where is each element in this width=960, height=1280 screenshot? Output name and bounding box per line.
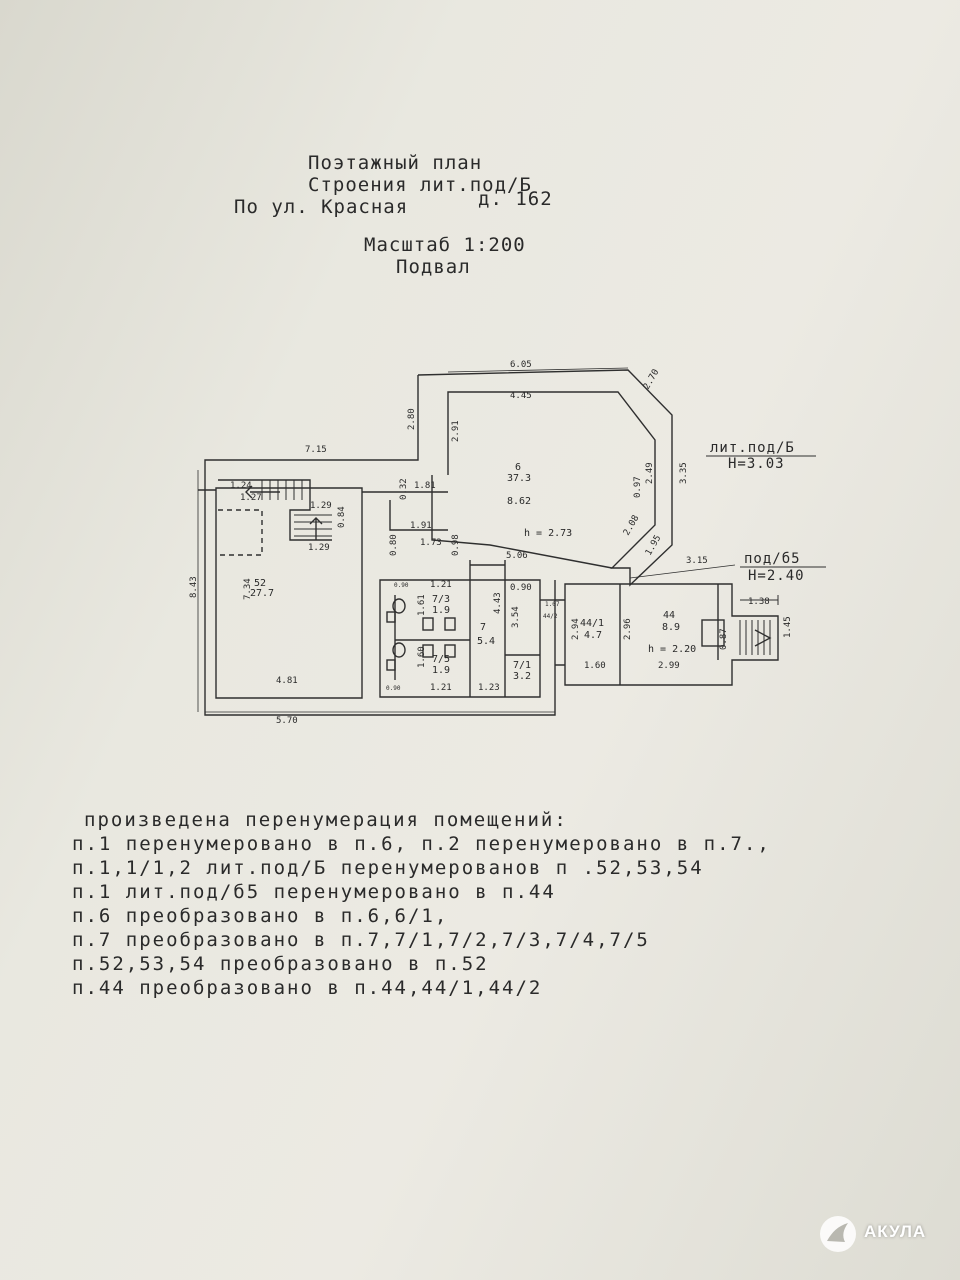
room-6-dim: 8.62: [507, 496, 531, 507]
dim-2-08: 2.08: [622, 514, 642, 538]
dim-1-91: 1.91: [410, 521, 432, 531]
room-6-number: 6: [515, 462, 521, 473]
dim-0-90-a: 0.90: [510, 583, 532, 593]
note-line: п.1 лит.под/б5 перенумеровано в п.44: [72, 881, 556, 903]
plan-dimensions: 6.05 4.45 2.70 2.80 2.91 7.15 3.35 2.49 …: [189, 360, 793, 726]
note-line: произведена перенумерация помещений:: [84, 809, 568, 831]
dim-2-99: 2.99: [658, 661, 680, 671]
room-6-height: h = 2.73: [524, 528, 572, 539]
dim-1-45: 1.45: [783, 616, 793, 638]
room-44-2-number: 44/2: [543, 613, 558, 620]
dim-2-94: 2.94: [571, 618, 581, 640]
dim-0-98: 0.98: [451, 534, 461, 556]
note-line: п.1 перенумеровано в п.6, п.2 перенумеро…: [72, 833, 771, 855]
stair-treads: [261, 480, 332, 537]
floor-label: Подвал: [396, 256, 471, 278]
dim-0-90-c: 0.90: [386, 685, 401, 692]
room-44-height: h = 2.20: [648, 644, 696, 655]
dim-1-61: 1.61: [417, 594, 427, 616]
floor-plan: 6.05 4.45 2.70 2.80 2.91 7.15 3.35 2.49 …: [189, 360, 826, 726]
lit-b-title: лит.под/Б: [710, 440, 795, 456]
room-44-1-area: 4.7: [584, 630, 602, 641]
dim-0-90-b: 0.90: [394, 582, 409, 589]
dim-4-81: 4.81: [276, 676, 298, 686]
dim-0-84: 0.84: [337, 506, 347, 528]
annex-stair-treads: [739, 620, 771, 655]
title-line1: Поэтажный план: [308, 152, 483, 174]
dim-7-15: 7.15: [305, 445, 327, 455]
dim-0-32: 0.32: [399, 478, 409, 500]
house-number: д. 162: [478, 188, 553, 210]
dim-1-07: 1.07: [545, 601, 560, 608]
dim-0-87: 0.87: [719, 628, 729, 650]
street-name: По ул. Красная: [234, 196, 409, 218]
renumbering-notes: произведена перенумерация помещений: п.1…: [72, 808, 932, 1000]
note-line: п.1,1/1,2 лит.под/Б перенумерованов п .5…: [72, 857, 704, 879]
room-44-1-number: 44/1: [580, 618, 604, 629]
dim-1-73: 1.73: [420, 538, 442, 548]
room-7-3-number: 7/3: [432, 594, 450, 605]
dim-3-15: 3.15: [686, 556, 708, 566]
dim-2-91: 2.91: [451, 420, 461, 442]
dim-0-97: 0.97: [633, 476, 643, 498]
note-line: п.6 преобразовано в п.6,6/1,: [72, 905, 449, 927]
dim-2-96: 2.96: [623, 618, 633, 640]
dim-3-54: 3.54: [511, 606, 521, 628]
dim-2-49: 2.49: [645, 462, 655, 484]
dim-8-43: 8.43: [189, 576, 199, 598]
title-line2: Строения лит.под/Б: [308, 174, 532, 196]
dim-1-29-b: 1.29: [308, 543, 330, 553]
dim-1-38: 1.38: [748, 597, 770, 607]
room-7-1-number: 7/1: [513, 660, 531, 671]
dim-4-43: 4.43: [493, 592, 503, 614]
note-line: п.52,53,54 преобразовано в п.52: [72, 953, 489, 975]
dim-2-70: 2.70: [642, 368, 662, 392]
dim-5-70: 5.70: [276, 716, 298, 726]
room-44-area: 8.9: [662, 622, 680, 633]
dim-7-34: 7.34: [243, 578, 253, 600]
dim-1-29-a: 1.29: [310, 501, 332, 511]
watermark-logo: АКУЛА: [818, 1208, 948, 1258]
dim-1-21-a: 1.21: [430, 580, 452, 590]
dim-1-27: 1.27: [240, 493, 262, 503]
dim-3-35: 3.35: [679, 462, 689, 484]
dim-1-81: 1.81: [414, 481, 436, 491]
dim-5-06: 5.06: [506, 551, 528, 561]
scale-label: Масштаб 1:200: [364, 234, 526, 256]
room-7-area: 5.4: [477, 636, 495, 647]
room-44-number: 44: [663, 610, 675, 621]
dim-0-80: 0.80: [389, 534, 399, 556]
dim-6-05: 6.05: [510, 360, 532, 370]
dim-1-23: 1.23: [478, 683, 500, 693]
room-labels: 6 37.3 8.62 h = 2.73 52 27.7 44 8.9 h = …: [250, 462, 696, 682]
room-7-number: 7: [480, 622, 486, 633]
dim-1-24: 1.24: [230, 481, 252, 491]
note-line: п.7 преобразовано в п.7,7/1,7/2,7/3,7/4,…: [72, 929, 650, 951]
room-52-number: 52: [254, 578, 266, 589]
b5-title: под/б5: [744, 551, 801, 567]
dim-1-60-a: 1.60: [417, 646, 427, 668]
note-line: п.44 преобразовано в п.44,44/1,44/2: [72, 977, 543, 999]
room-7-3-area: 1.9: [432, 605, 450, 616]
shark-fin-icon: [820, 1216, 856, 1252]
lit-b-height: H=3.03: [728, 456, 785, 472]
room-7-1-area: 3.2: [513, 671, 531, 682]
block-labels: лит.под/Б H=3.03 под/б5 H=2.40: [706, 440, 826, 584]
dim-4-45: 4.45: [510, 391, 532, 401]
room-7-5-area: 1.9: [432, 665, 450, 676]
room-6-area: 37.3: [507, 473, 531, 484]
b5-height: H=2.40: [748, 568, 805, 584]
dim-2-80: 2.80: [407, 408, 417, 430]
watermark-text: АКУЛА: [864, 1222, 927, 1241]
room-52-area: 27.7: [250, 588, 274, 599]
plan-walls: [197, 367, 779, 716]
plan-header: Поэтажный план Строения лит.под/Б По ул.…: [0, 0, 960, 300]
room-7-5-number: 7/5: [432, 654, 450, 665]
dim-1-21-b: 1.21: [430, 683, 452, 693]
dim-1-95: 1.95: [644, 534, 664, 558]
dim-1-60-b: 1.60: [584, 661, 606, 671]
